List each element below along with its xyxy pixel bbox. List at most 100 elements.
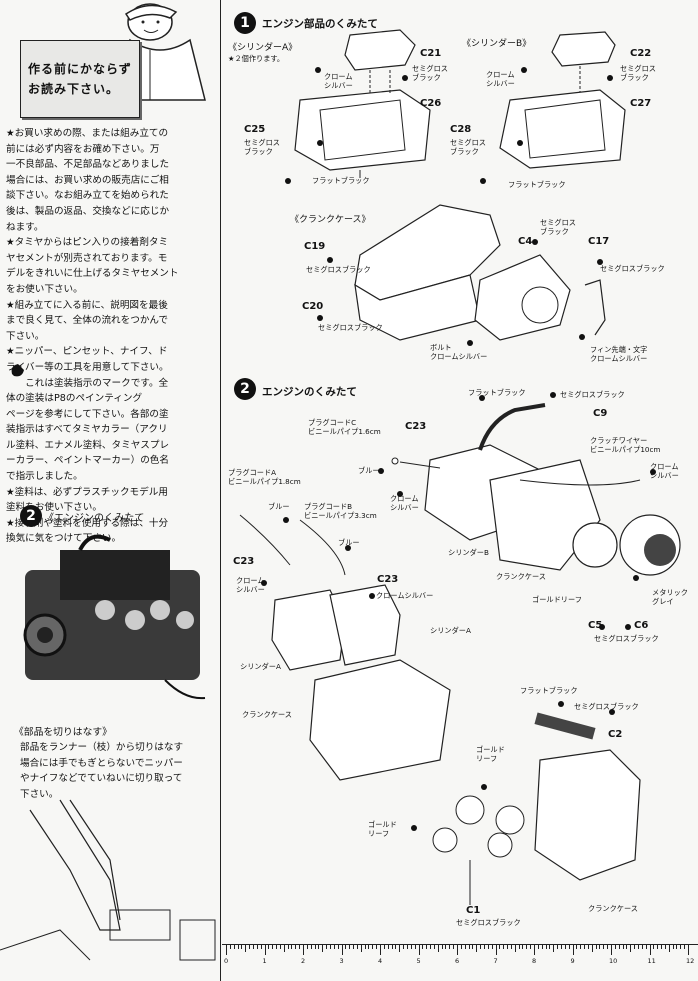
cutting-line: 下さい。 — [20, 788, 59, 800]
notice-box — [20, 40, 140, 118]
intro-line: で指示しました。 — [6, 471, 83, 483]
ruler-tick — [418, 945, 420, 955]
label-chrome-silver: クローム シルバー — [486, 70, 515, 88]
ruler-tick — [441, 945, 443, 949]
ruler-tick — [326, 945, 328, 949]
crankcase-title: 《クランクケース》 — [290, 215, 371, 225]
part-c23: C23 — [233, 556, 255, 567]
ruler-number: 11 — [647, 957, 656, 965]
ruler-number: 0 — [224, 957, 229, 965]
ruler-tick — [630, 945, 632, 952]
ruler-tick — [468, 945, 470, 949]
ruler-tick — [349, 945, 351, 949]
label-crankcase: クランクケース — [496, 572, 546, 581]
ruler-tick — [503, 945, 505, 949]
part-c2: C2 — [608, 729, 623, 740]
ruler-tick — [433, 945, 435, 949]
label-plug-cord-a: プラグコードA ビニールパイプ1.8cm — [228, 468, 301, 486]
ruler-tick — [306, 945, 308, 949]
ruler-tick — [460, 945, 462, 949]
ruler-tick — [453, 945, 455, 949]
ruler-number: 3 — [339, 957, 344, 965]
label-plug-cord-c: プラグコードC ビニールパイプ1.6cm — [308, 418, 381, 436]
ruler-tick — [483, 945, 485, 949]
label-fin: フィン先端・文字 クロームシルバー — [590, 345, 648, 363]
label-semi-gloss-black-line: セミグロスブラック — [318, 323, 383, 332]
intro-line: をお使い下さい。 — [6, 283, 83, 295]
ruler-tick — [560, 945, 562, 949]
ruler-tick — [476, 945, 478, 952]
ruler-number: 6 — [455, 957, 460, 965]
ruler-tick — [649, 945, 651, 955]
label-clutch-wire: クラッチワイヤー ビニールパイプ10cm — [590, 436, 661, 454]
ruler-tick — [472, 945, 474, 949]
ruler-tick — [233, 945, 235, 949]
ruler-tick — [383, 945, 385, 949]
step2-number: 2 — [234, 378, 256, 400]
part-c26: C26 — [420, 98, 442, 109]
ruler-tick — [341, 945, 343, 955]
ruler-tick — [287, 945, 289, 949]
intro-line: ル塗料、エナメル塗料、タミヤスプレ — [6, 439, 170, 451]
sidebar-step-title: 《エンジンのくみたて — [44, 513, 145, 524]
label-cylinder-a: シリンダーA — [240, 662, 281, 671]
ruler-tick — [626, 945, 628, 949]
label-semi-gloss-black: セミグロスブラック — [594, 634, 659, 643]
cutting-line: やナイフなどでていねいに切り取って — [20, 773, 183, 785]
part-c22: C22 — [630, 48, 652, 59]
ruler-tick — [495, 945, 497, 955]
ruler-tick — [395, 945, 397, 949]
ruler-tick — [611, 945, 612, 955]
ruler-tick — [672, 945, 674, 949]
label-semi-gloss-black: セミグロス ブラック — [620, 64, 656, 82]
ruler-tick — [641, 945, 643, 949]
ruler-tick — [491, 945, 493, 949]
ruler-tick — [607, 945, 609, 949]
ruler-tick — [541, 945, 543, 949]
intro-line: 一不良部品、不足部品などありました — [6, 159, 170, 171]
ruler-tick — [499, 945, 501, 949]
part-c4: C4 — [518, 236, 533, 247]
ruler-tick — [430, 945, 432, 949]
ruler-tick — [310, 945, 312, 949]
ruler-tick — [337, 945, 339, 949]
ruler-number: 5 — [416, 957, 421, 965]
ruler-tick — [457, 945, 458, 955]
ruler-tick — [480, 945, 482, 949]
ruler-tick — [572, 945, 574, 955]
ruler-tick — [545, 945, 547, 949]
ruler-tick — [406, 945, 408, 949]
paint-mark-icon — [11, 364, 24, 377]
label-flat-black: フラットブラック — [508, 180, 566, 189]
label-semi-gloss-black: セミグロス ブラック — [412, 64, 448, 82]
ruler-tick — [272, 945, 274, 949]
part-c17: C17 — [588, 236, 610, 247]
cylinder-a-note: ★２個作ります。 — [228, 54, 285, 63]
engine-photo — [23, 534, 206, 700]
intro-text: ★お買い求めの際、または組み立ての 前には必ず内容をお確め下さい。万 一不良部品… — [6, 126, 214, 547]
label-blue: ブルー — [338, 538, 360, 547]
label-chrome-silver: クローム シルバー — [236, 576, 265, 594]
ruler-tick — [668, 945, 670, 952]
ruler-number: 7 — [493, 957, 498, 965]
cartoon-man-illustration — [114, 3, 206, 101]
intro-line: ーカラー、ペイントマーカー）の色名 — [6, 455, 169, 467]
ruler-number: 9 — [570, 957, 575, 965]
ruler-tick — [356, 945, 358, 949]
intro-line: これは塗装指示のマークです。全 — [6, 377, 169, 389]
ruler-number: 10 — [609, 957, 618, 965]
label-semi-gloss-black: セミグロスブラック — [574, 702, 639, 711]
ruler-tick — [510, 945, 512, 949]
ruler-tick — [410, 945, 412, 949]
label-cylinder-b: シリンダーB — [448, 548, 489, 557]
cutting-text: 部品をランナー（枝）から切りはなす 場合には手でもぎとらないでニッパー やナイフ… — [20, 740, 216, 802]
ruler-tick — [360, 945, 362, 952]
ruler-tick — [345, 945, 347, 949]
ruler-tick — [557, 945, 559, 949]
ruler-tick — [680, 945, 682, 949]
ruler-tick — [507, 945, 509, 949]
intro-line: ページを参考にして下さい。各部の塗 — [6, 408, 169, 420]
ruler-tick — [295, 945, 297, 949]
